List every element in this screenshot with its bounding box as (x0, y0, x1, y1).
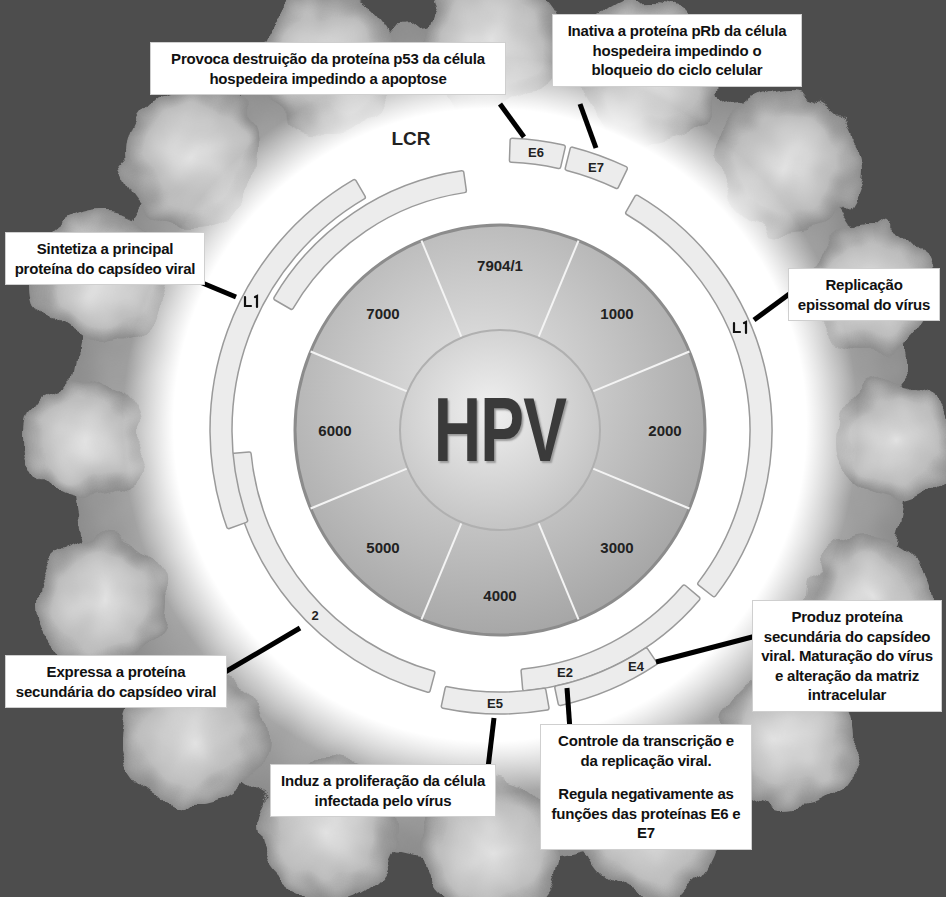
callout-box: Expressa a proteína secundária do capsíd… (5, 655, 227, 708)
sector-lines (311, 241, 690, 620)
gene-segment (555, 648, 657, 705)
region-label: LCR (391, 129, 430, 148)
genome-position: 3000 (600, 540, 633, 555)
white-disc (122, 57, 858, 793)
sector-line (311, 468, 408, 508)
callout-box: Replicação epissomal do vírus (788, 268, 940, 321)
callout-text: Replicação epissomal do vírus (797, 275, 931, 314)
leader-line (500, 104, 524, 137)
callout-box: Produz proteína secundária do capsídeo v… (752, 600, 942, 712)
callout-text: Produz proteína secundária do capsídeo v… (761, 607, 933, 705)
sector-line (422, 241, 462, 338)
l1-icon (245, 296, 257, 307)
callout-text: Expressa a proteína secundária do capsíd… (14, 662, 218, 701)
gene-segment (441, 687, 549, 714)
genome-position: 2000 (648, 423, 681, 438)
callout-text: Induz a proliferação da célula infectada… (279, 771, 487, 810)
sector-line (592, 468, 689, 508)
leader-lines (200, 104, 792, 768)
leader-line (580, 104, 596, 148)
genome-position: 7000 (366, 306, 399, 321)
gene-segment (509, 138, 565, 168)
genome-position: 5000 (366, 540, 399, 555)
genome-position: 6000 (318, 423, 351, 438)
sector-line (311, 352, 408, 392)
callout-box: Induz a proliferação da célula infectada… (270, 764, 496, 817)
gene-ring (210, 138, 772, 714)
genome-position: 1000 (600, 306, 633, 321)
sector-line (592, 352, 689, 392)
gene-label: E2 (557, 666, 573, 679)
callout-text: Sintetiza a principal proteína do capsíd… (14, 239, 196, 278)
sector-line (538, 241, 578, 338)
sector-line (422, 522, 462, 619)
leader-line (488, 718, 494, 768)
leader-line (200, 282, 236, 297)
virus-body (70, 20, 910, 860)
gene-segment (229, 452, 435, 692)
callout-text: Inativa a proteína pRb da célula hospede… (561, 21, 793, 80)
virus-particle (25, 0, 946, 897)
leader-line (754, 292, 792, 320)
virus-name: HPV (434, 385, 566, 475)
callout-note: Regula negativamente as funções das prot… (549, 784, 743, 843)
genome-disc (295, 225, 705, 635)
core-disc (400, 330, 600, 530)
gene-label: 2 (311, 609, 318, 622)
leader-line (656, 636, 756, 662)
gene-segment (565, 147, 627, 188)
gene-segment (626, 195, 772, 596)
genome-position: 4000 (483, 588, 516, 603)
leader-line (220, 628, 300, 675)
gene-label: E5 (487, 697, 503, 710)
callout-text: Provoca destruição da proteína p53 da cé… (159, 49, 497, 88)
callout-text: Controle da transcrição e da replicação … (549, 731, 743, 770)
genome-position: 7904/1 (477, 258, 523, 273)
callout-box: Inativa a proteína pRb da célula hospede… (552, 14, 802, 87)
callout-box: Sintetiza a principal proteína do capsíd… (5, 232, 205, 285)
callout-box: Provoca destruição da proteína p53 da cé… (150, 42, 506, 95)
gene-label: E4 (628, 660, 644, 673)
gene-label: E6 (528, 146, 544, 159)
gene-icons (245, 296, 746, 333)
callout-box: Controle da transcrição e da replicação … (540, 724, 752, 850)
e1-icon (734, 322, 746, 333)
gene-label: E7 (588, 161, 604, 174)
sector-line (538, 522, 578, 619)
gene-segment (274, 171, 467, 309)
